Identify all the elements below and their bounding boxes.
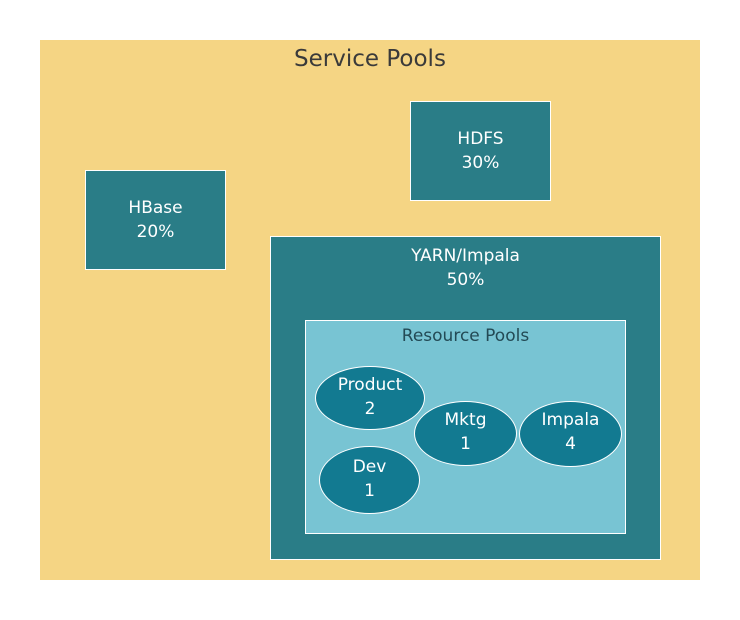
pool-mktg-weight: 1: [460, 434, 471, 454]
yarn-impala-share: 50%: [446, 270, 485, 290]
yarn-impala-label: YARN/Impala: [411, 246, 520, 266]
pool-dev: Dev 1: [319, 446, 420, 514]
hdfs-share: 30%: [461, 153, 500, 173]
hbase-share: 20%: [136, 222, 175, 242]
pool-impala: Impala 4: [519, 401, 622, 467]
resource-pools-title: Resource Pools: [401, 326, 530, 346]
pool-impala-weight: 4: [565, 434, 576, 454]
diagram-title: Service Pools: [294, 46, 446, 72]
hdfs-label: HDFS: [457, 129, 504, 149]
pool-mktg-label: Mktg: [444, 410, 487, 430]
pool-product-weight: 2: [364, 399, 376, 419]
pool-mktg: Mktg 1: [414, 401, 517, 466]
pool-dev-label: Dev: [352, 457, 387, 477]
pool-dev-weight: 1: [364, 481, 375, 501]
pool-product: Product 2: [315, 366, 425, 430]
hbase-label: HBase: [128, 198, 183, 218]
hbase-service-box: HBase 20%: [85, 170, 226, 270]
hdfs-service-box: HDFS 30%: [410, 101, 551, 201]
pool-impala-label: Impala: [541, 410, 600, 430]
pool-product-label: Product: [337, 375, 403, 395]
